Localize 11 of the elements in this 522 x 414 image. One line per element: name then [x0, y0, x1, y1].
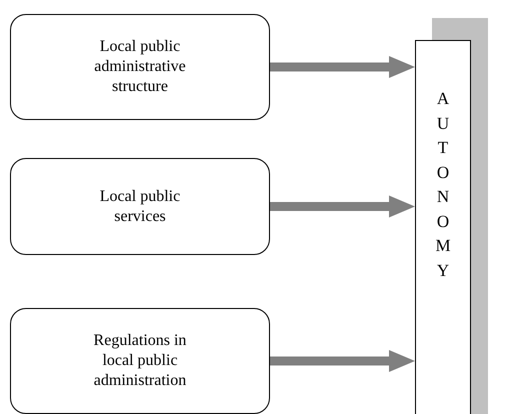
- box-label: Local public administrative structure: [93, 37, 187, 97]
- rounded-box: [10, 14, 270, 120]
- tall-box: [415, 40, 471, 414]
- arrow: [270, 196, 415, 218]
- arrow: [270, 350, 415, 372]
- rounded-box: [10, 158, 270, 255]
- arrow: [270, 56, 415, 78]
- box-label: Local public services: [98, 186, 182, 226]
- rounded-box: [10, 308, 270, 414]
- box-label: Regulations in local public administration: [92, 331, 188, 391]
- vertical-label: AUTONOMY: [434, 88, 452, 282]
